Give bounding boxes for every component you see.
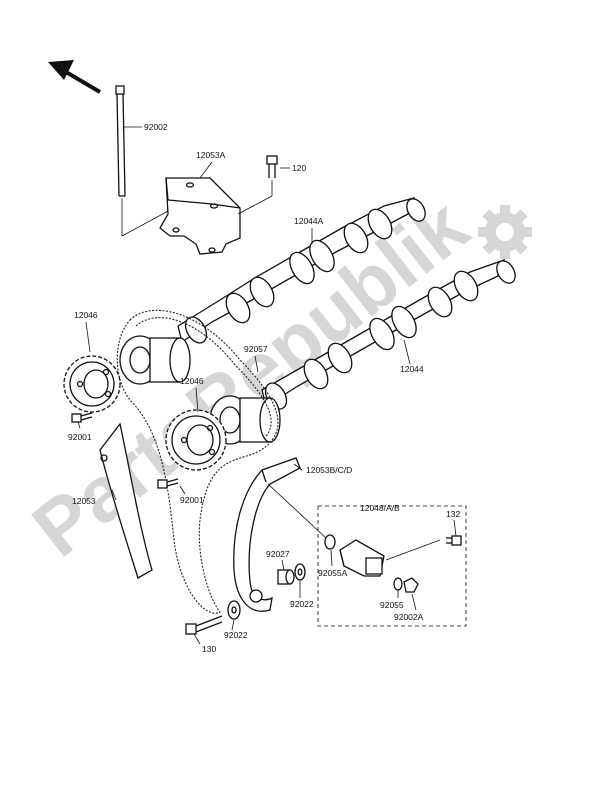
label-92001-lower: 92001 — [180, 495, 204, 505]
chain-guide — [99, 422, 153, 579]
label-92027: 92027 — [266, 549, 290, 559]
camshaft-intake — [261, 258, 516, 410]
cam-hub-upper — [119, 335, 191, 385]
label-92001-upper: 92001 — [68, 432, 92, 442]
label-92022-upper: 92022 — [290, 599, 314, 609]
long-bolt — [115, 85, 171, 237]
bolt-132 — [446, 535, 462, 546]
label-92002: 92002 — [144, 122, 168, 132]
label-12046-upper: 12046 — [74, 310, 98, 320]
tensioner-box — [317, 505, 467, 627]
label-12053A: 12053A — [196, 150, 226, 160]
label-92055: 92055 — [380, 600, 404, 610]
cam-chain — [116, 309, 279, 614]
label-130: 130 — [202, 644, 216, 654]
label-12053: 12053 — [72, 496, 96, 506]
camshaft-cap — [159, 177, 241, 255]
collar — [277, 569, 295, 585]
label-132: 132 — [446, 509, 460, 519]
washer-upper — [294, 563, 306, 581]
label-92055A: 92055A — [318, 568, 348, 578]
bolt-120 — [237, 155, 278, 215]
callout-labels: 92002 12053A 120 12044A 12046 92057 1204… — [68, 122, 460, 654]
label-92022-lower: 92022 — [224, 630, 248, 640]
label-12053BCD: 12053B/C/D — [306, 465, 352, 475]
label-12046-lower: 12046 — [180, 376, 204, 386]
sprocket-bolt-upper — [71, 412, 93, 423]
label-92057: 92057 — [244, 344, 268, 354]
label-92002A: 92002A — [394, 612, 424, 622]
label-120: 120 — [292, 163, 306, 173]
washer-lower — [227, 600, 241, 620]
tensioner-guide — [233, 457, 301, 612]
label-12048AB: 12048/A/B — [360, 503, 400, 513]
o-ring-a — [267, 483, 336, 550]
bolt-130 — [185, 615, 223, 635]
label-12044: 12044 — [400, 364, 424, 374]
leader-lines — [77, 126, 457, 645]
o-ring — [393, 577, 403, 591]
arrow-up-left-icon — [48, 60, 102, 94]
tensioner-cap — [403, 577, 419, 593]
sprocket-bolt-lower — [157, 478, 179, 489]
gear-icon — [478, 205, 532, 259]
sprocket-lower — [165, 409, 227, 471]
chain-tensioner — [339, 539, 441, 577]
camshaft-exhaust — [177, 197, 426, 344]
sprocket-upper — [63, 355, 121, 413]
label-12044A: 12044A — [294, 216, 324, 226]
